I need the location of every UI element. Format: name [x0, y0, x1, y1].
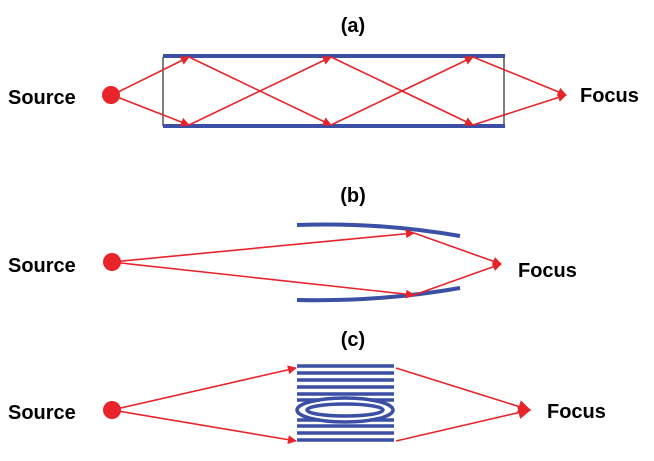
focus-label-c: Focus: [547, 401, 606, 423]
source-label-a: Source: [8, 87, 76, 109]
source-label-b: Source: [8, 255, 76, 277]
panel-c: (c) Source Focus: [8, 329, 606, 445]
source-dot-a: [102, 86, 120, 104]
source-label-c: Source: [8, 402, 76, 424]
panel-a-rays: [111, 56, 567, 127]
source-dot-c: [103, 401, 121, 419]
panel-b-title: (b): [340, 185, 366, 207]
panel-b-rays: [111, 229, 502, 299]
panel-a: (a) Source Focus: [8, 15, 639, 128]
panel-c-rays: [111, 365, 532, 445]
upper-mirror: [296, 222, 461, 238]
panel-b: (b) Source Focus: [8, 185, 577, 303]
source-dot-b: [103, 253, 121, 271]
focus-label-b: Focus: [518, 260, 577, 282]
focus-label-a: Focus: [580, 85, 639, 107]
concentric-lens: [295, 364, 395, 442]
panel-a-title: (a): [341, 15, 365, 37]
lower-mirror: [296, 286, 461, 303]
panel-c-title: (c): [341, 329, 365, 351]
